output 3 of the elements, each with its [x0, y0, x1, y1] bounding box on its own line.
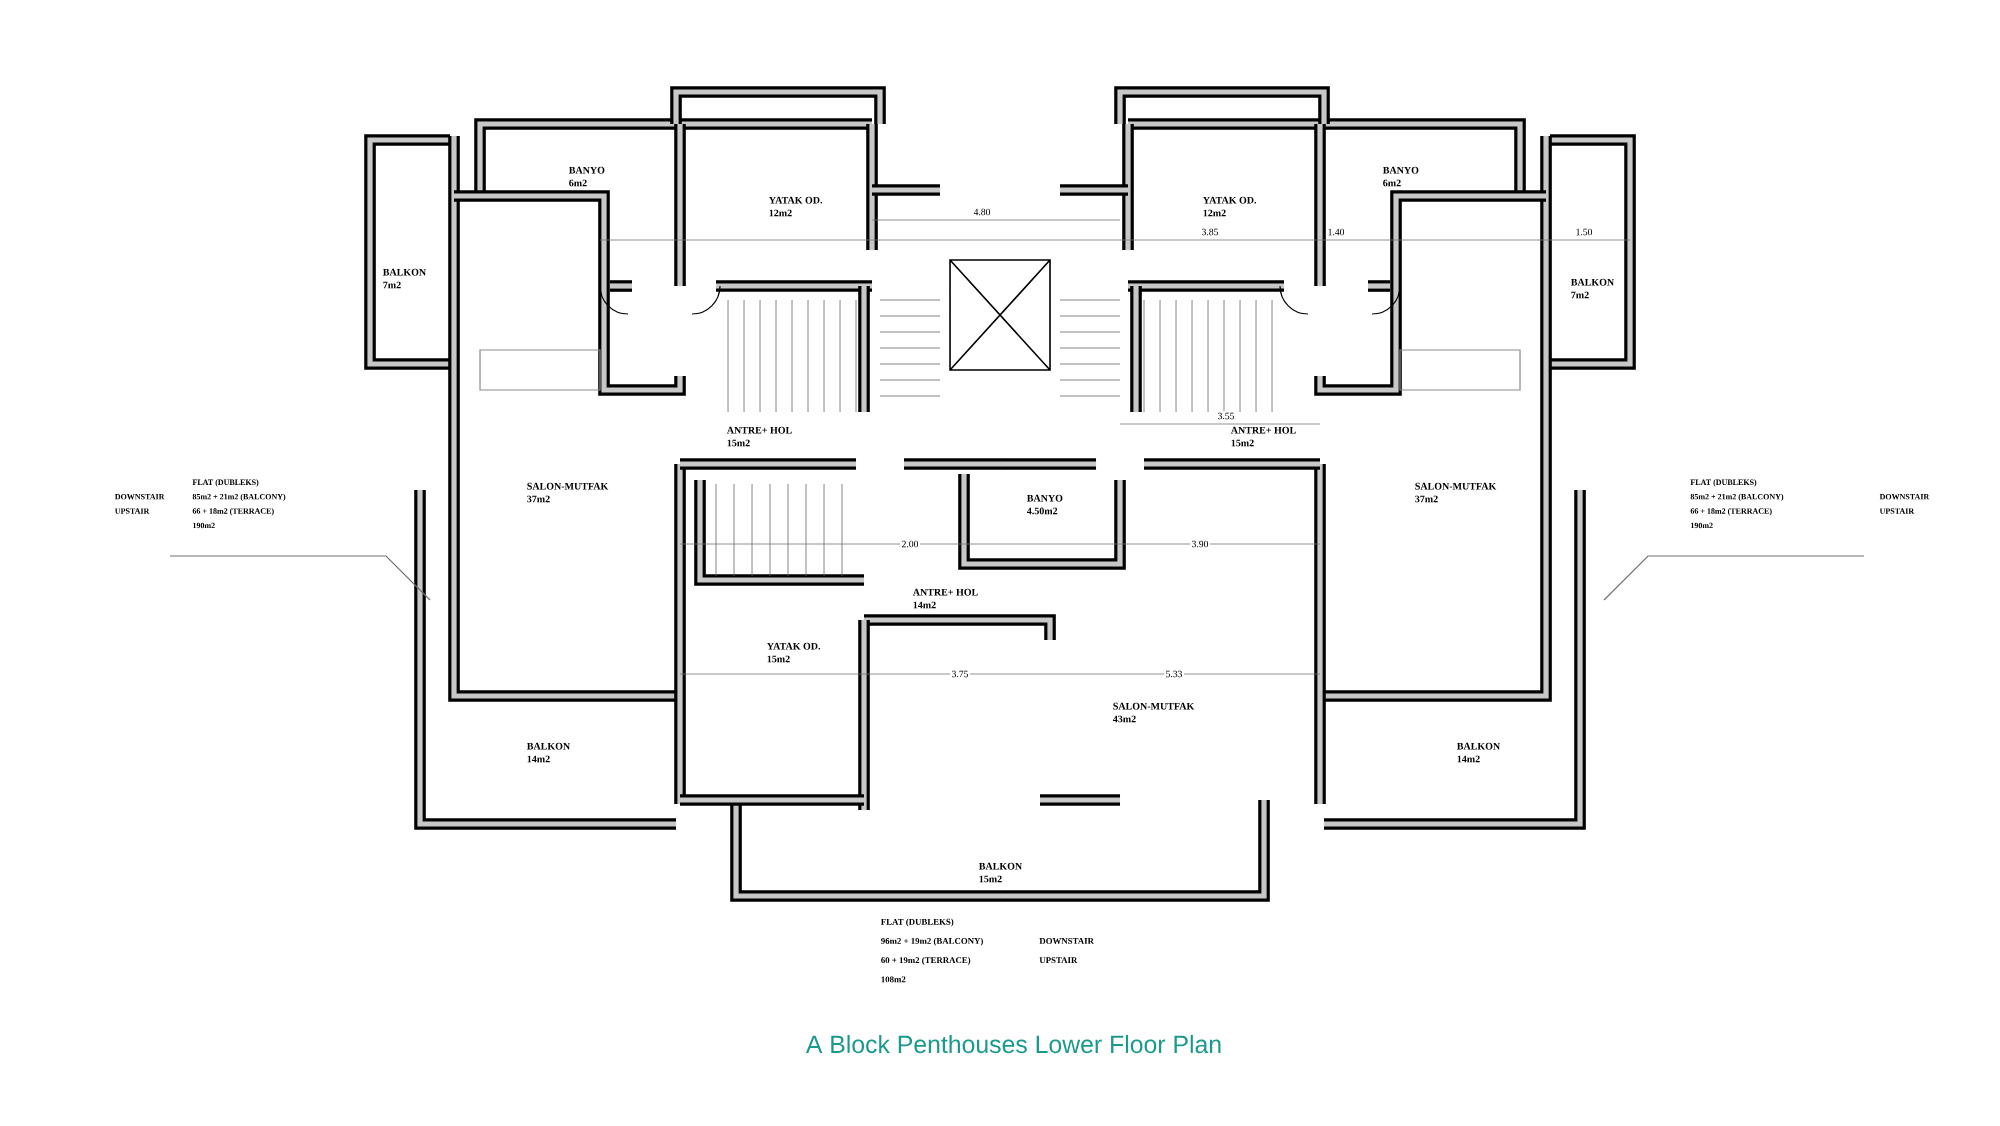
- leader-line: [169, 555, 431, 601]
- leader-line: [1603, 555, 1865, 601]
- title: A Block Penthouses Lower Floor Plan: [805, 1034, 1221, 1054]
